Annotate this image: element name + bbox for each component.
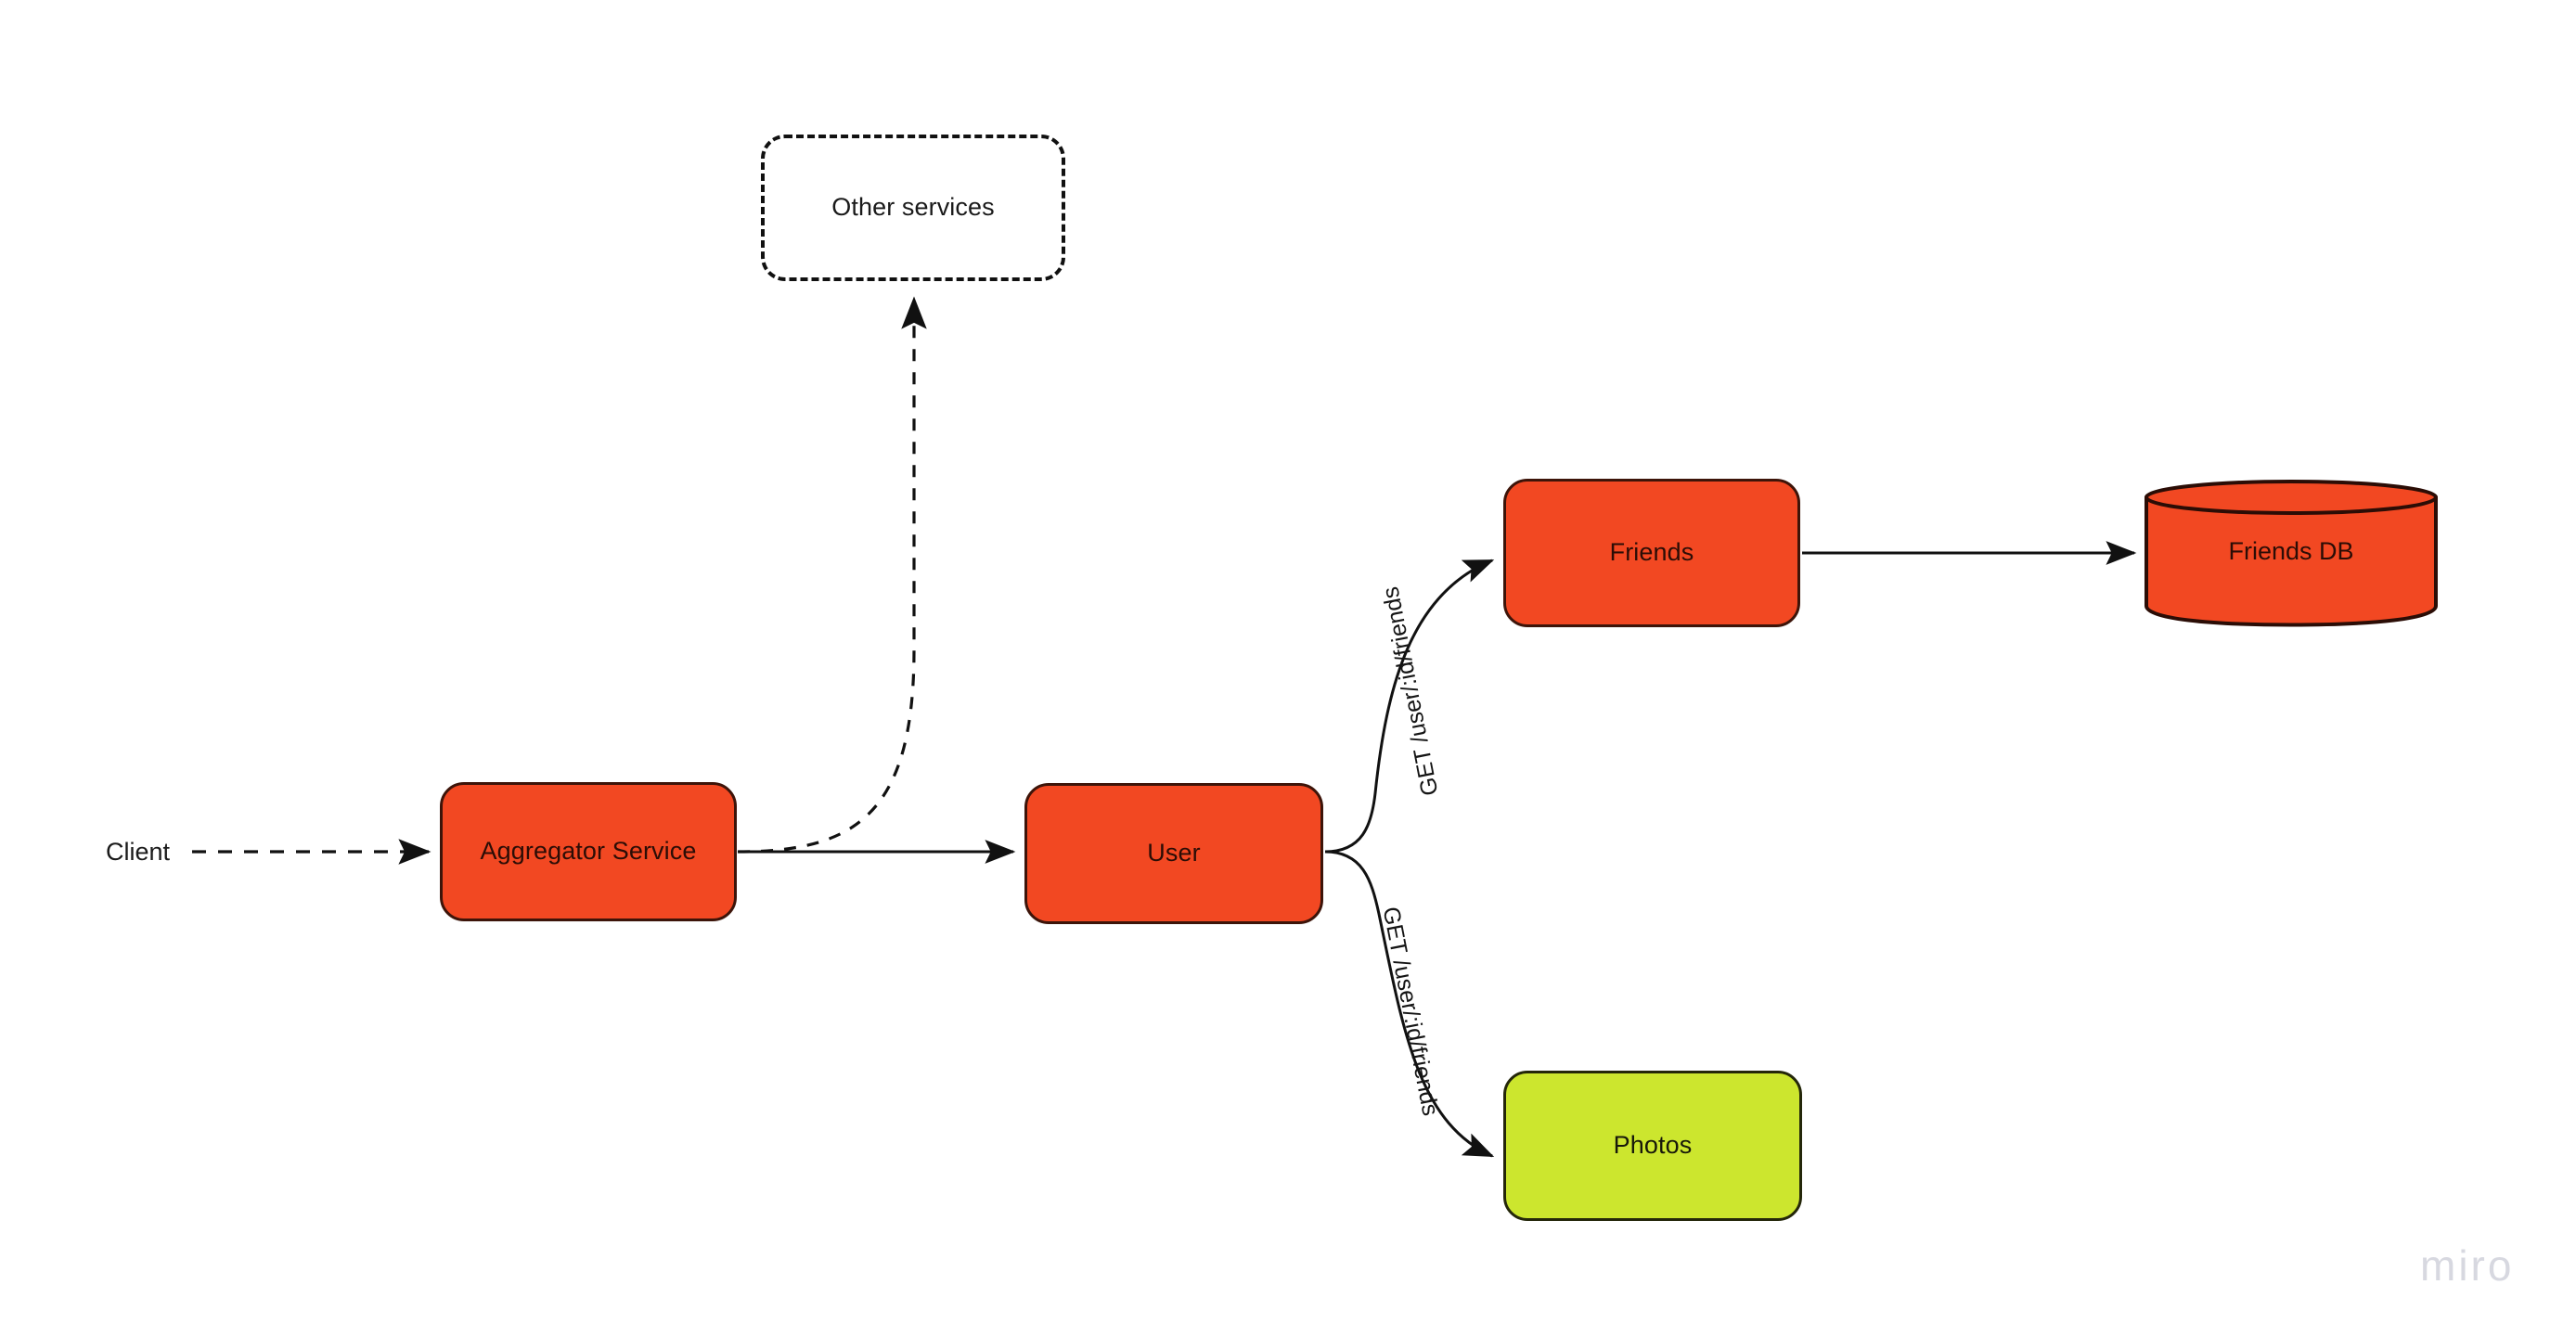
node-aggregator-service[interactable]: Aggregator Service xyxy=(440,782,737,921)
node-friends-db-label: Friends DB xyxy=(2228,537,2354,565)
node-friends-label: Friends xyxy=(1609,538,1694,567)
edge-aggregator-to-other-services xyxy=(737,296,927,854)
node-user-label: User xyxy=(1147,839,1201,867)
node-client-label: Client xyxy=(106,838,171,866)
node-friends[interactable]: Friends xyxy=(1503,479,1800,627)
node-photos-label: Photos xyxy=(1613,1131,1693,1160)
miro-watermark: miro xyxy=(2420,1241,2515,1290)
node-aggregator-service-label: Aggregator Service xyxy=(480,837,697,866)
cylinder-shape xyxy=(2145,480,2438,627)
edge-label-user-to-friends: GET /user/:id/friends xyxy=(1377,584,1444,798)
node-other-services[interactable]: Other services xyxy=(761,135,1065,281)
node-photos[interactable]: Photos xyxy=(1503,1071,1802,1221)
edge-label-user-to-photos: GET /user/:id/friends xyxy=(1377,905,1444,1118)
node-client: Client xyxy=(106,838,170,867)
node-other-services-label: Other services xyxy=(831,193,995,222)
node-user[interactable]: User xyxy=(1024,783,1323,924)
node-friends-db[interactable]: Friends DB xyxy=(2144,476,2439,627)
